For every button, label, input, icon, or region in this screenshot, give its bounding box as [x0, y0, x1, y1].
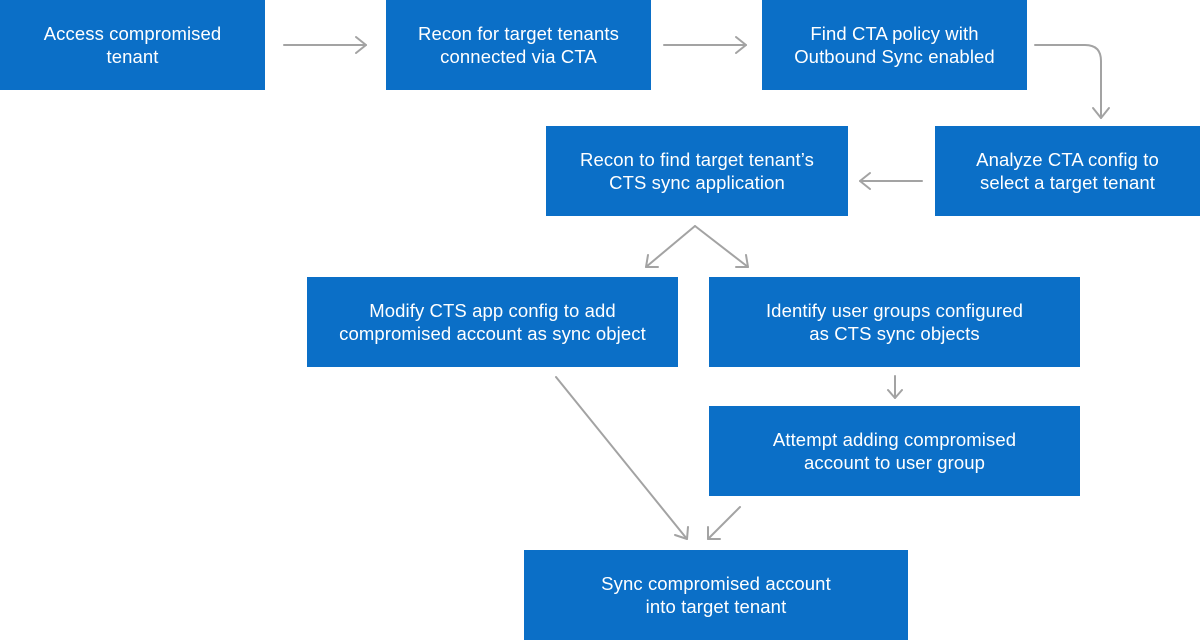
step-label: Attempt adding compromised account to us… [772, 429, 1017, 473]
step-label: Access compromised tenant [43, 23, 222, 67]
step-label: Recon for target tenants connected via C… [418, 23, 619, 67]
step-label: Modify CTS app config to add compromised… [339, 300, 646, 344]
step-label: Identify user groups configured as CTS s… [765, 300, 1024, 344]
arrow-fork-right [694, 225, 749, 268]
step-recon-cts-app: Recon to find target tenant’s CTS sync a… [546, 126, 848, 216]
step-access-tenant: Access compromised tenant [0, 0, 265, 90]
arrow-recon-to-find-policy [663, 36, 747, 54]
step-modify-cts-config: Modify CTS app config to add compromised… [307, 277, 678, 367]
step-label: Analyze CTA config to select a target te… [976, 149, 1159, 193]
arrow-modify-to-sync [555, 376, 689, 540]
step-label: Sync compromised account into target ten… [601, 573, 831, 617]
step-find-cta-policy: Find CTA policy with Outbound Sync enabl… [762, 0, 1027, 90]
step-label: Recon to find target tenant’s CTS sync a… [580, 149, 814, 193]
arrow-find-policy-to-analyze [1034, 44, 1110, 119]
step-identify-user-groups: Identify user groups configured as CTS s… [709, 277, 1080, 367]
step-attempt-add-to-group: Attempt adding compromised account to us… [709, 406, 1080, 496]
arrow-identify-to-attempt [887, 375, 903, 399]
step-label: Find CTA policy with Outbound Sync enabl… [794, 23, 995, 67]
arrow-analyze-to-recon-cts [859, 172, 923, 190]
arrow-attempt-to-sync [707, 506, 741, 540]
step-recon-target-tenants: Recon for target tenants connected via C… [386, 0, 651, 90]
arrow-access-to-recon [283, 36, 367, 54]
arrow-fork-left [645, 225, 696, 268]
step-sync-account: Sync compromised account into target ten… [524, 550, 908, 640]
step-analyze-cta-config: Analyze CTA config to select a target te… [935, 126, 1200, 216]
